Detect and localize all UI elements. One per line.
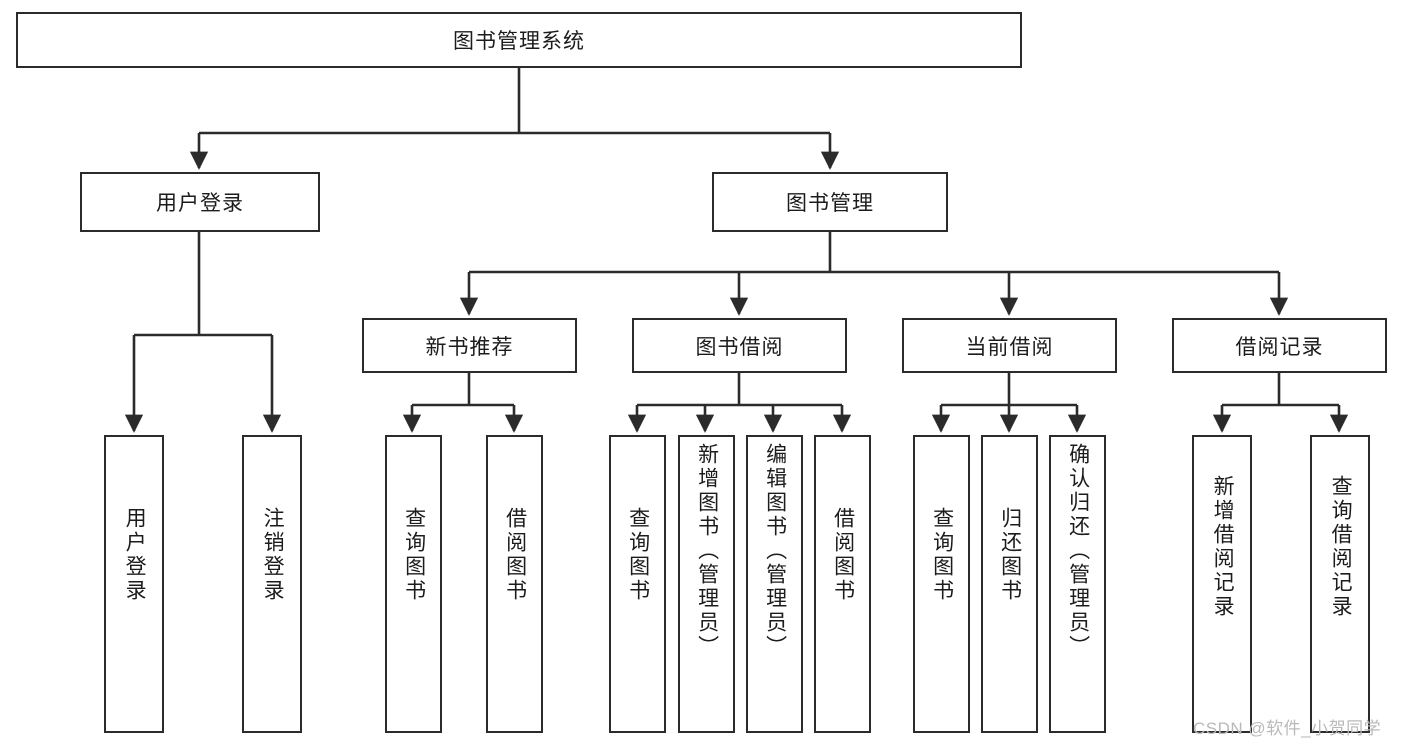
node-book-management[interactable]: 图书管理 [712, 172, 948, 232]
node-leaf-logout[interactable]: 注销登录 [242, 435, 302, 733]
node-borrow-record[interactable]: 借阅记录 [1172, 318, 1387, 373]
node-leaf-query-borrow-record-label: 查询借阅记录 [1329, 475, 1353, 619]
node-leaf-query-borrow-record[interactable]: 查询借阅记录 [1310, 435, 1370, 733]
node-leaf-query-book-recommend-label: 查询图书 [402, 507, 426, 603]
node-leaf-borrow-book-recommend[interactable]: 借阅图书 [486, 435, 543, 733]
node-leaf-query-book-current-label: 查询图书 [930, 507, 954, 603]
node-user-login-label: 用户登录 [156, 192, 244, 215]
node-leaf-return-book[interactable]: 归还图书 [981, 435, 1038, 733]
node-book-borrow-label: 图书借阅 [695, 335, 784, 359]
node-leaf-add-borrow-record[interactable]: 新增借阅记录 [1192, 435, 1252, 733]
node-leaf-edit-book-admin-label: 编辑图书（管理员） [763, 443, 787, 659]
node-new-book-recommend-label: 新书推荐 [425, 335, 514, 359]
node-user-login[interactable]: 用户登录 [80, 172, 320, 232]
node-leaf-query-book-borrow-label: 查询图书 [626, 507, 650, 603]
node-book-management-label: 图书管理 [786, 192, 874, 215]
watermark-csdn: CSDN @软件_小贺同学 [1193, 719, 1382, 738]
node-borrow-record-label: 借阅记录 [1235, 335, 1324, 359]
node-leaf-edit-book-admin[interactable]: 编辑图书（管理员） [746, 435, 803, 733]
node-leaf-add-book-admin-label: 新增图书（管理员） [695, 443, 719, 659]
node-leaf-add-borrow-record-label: 新增借阅记录 [1211, 475, 1235, 619]
node-leaf-add-book-admin[interactable]: 新增图书（管理员） [678, 435, 735, 733]
node-leaf-user-login[interactable]: 用户登录 [104, 435, 164, 733]
node-leaf-confirm-return-admin-label: 确认归还（管理员） [1066, 443, 1090, 659]
node-root-book-management-system[interactable]: 图书管理系统 [16, 12, 1022, 68]
node-leaf-return-book-label: 归还图书 [998, 507, 1022, 603]
node-leaf-query-book-current[interactable]: 查询图书 [913, 435, 970, 733]
node-leaf-user-login-label: 用户登录 [123, 507, 147, 603]
node-leaf-borrow-book-borrow[interactable]: 借阅图书 [814, 435, 871, 733]
node-leaf-borrow-book-borrow-label: 借阅图书 [831, 507, 855, 603]
node-root-label: 图书管理系统 [453, 30, 585, 53]
node-book-borrow[interactable]: 图书借阅 [632, 318, 847, 373]
node-leaf-logout-label: 注销登录 [261, 507, 285, 603]
node-leaf-query-book-borrow[interactable]: 查询图书 [609, 435, 666, 733]
node-leaf-borrow-book-recommend-label: 借阅图书 [503, 507, 527, 603]
node-leaf-confirm-return-admin[interactable]: 确认归还（管理员） [1049, 435, 1106, 733]
node-current-borrow[interactable]: 当前借阅 [902, 318, 1117, 373]
node-leaf-query-book-recommend[interactable]: 查询图书 [385, 435, 442, 733]
node-new-book-recommend[interactable]: 新书推荐 [362, 318, 577, 373]
node-current-borrow-label: 当前借阅 [965, 335, 1054, 359]
